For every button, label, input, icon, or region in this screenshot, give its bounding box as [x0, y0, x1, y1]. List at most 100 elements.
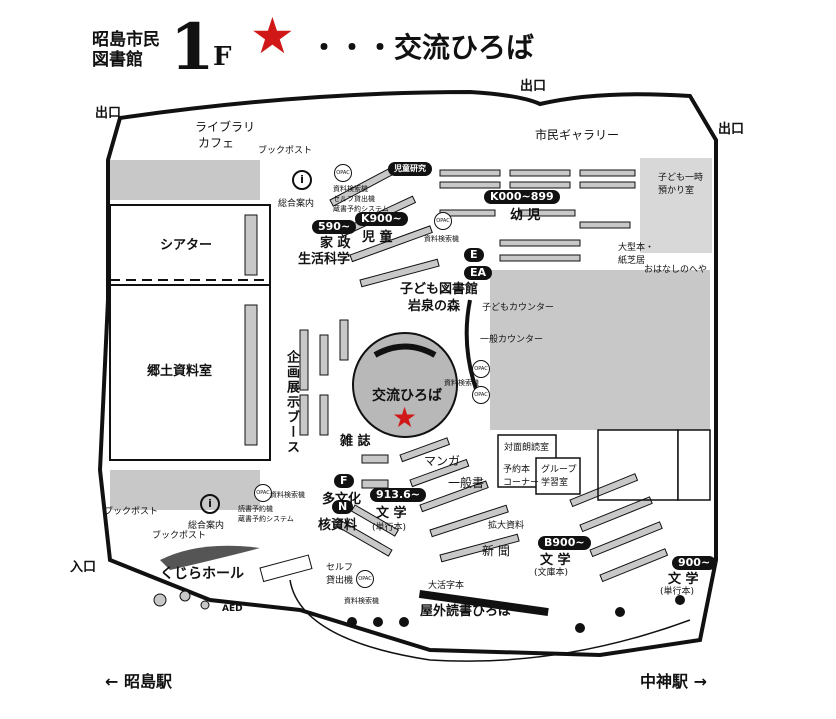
opac-chip-5: OPAC [254, 484, 272, 502]
exchange-plaza-circle [352, 332, 458, 438]
library-name: 昭島市民 図書館 [92, 30, 160, 70]
opac-top-label: 資料検索機 セルフ貸出機 蔵書予約システム [333, 185, 389, 213]
exchange-plaza-star-icon: ★ [392, 401, 418, 434]
archive-label: 郷土資料室 [147, 364, 213, 379]
station-left: ← 昭島駅 [105, 672, 172, 691]
home-living-2: 生活科学 [298, 252, 351, 267]
restroom-female [677, 429, 711, 501]
opac-bottom-label: 読書予約機 蔵書予約システム [238, 505, 294, 523]
archive-shelf [244, 304, 258, 446]
exhibition-shelves [299, 319, 349, 436]
exchange-plaza-label: 交流ひろば [372, 388, 442, 404]
entrance: 入口 [70, 560, 97, 575]
general-shelves [335, 437, 669, 583]
search-machine-1: 資料検索機 [424, 235, 459, 243]
floor-number: 1 [170, 10, 214, 85]
book-post-bottom: ブックポスト [152, 531, 207, 541]
opac-chip-1: OPAC [334, 164, 352, 182]
tag-ea: EA [464, 266, 493, 280]
story-room-label: おはなしのへや [644, 265, 708, 275]
large-text-label: 大活字本 [428, 581, 465, 591]
floor-suffix: F [213, 42, 232, 72]
archive-room [109, 284, 271, 461]
outdoor-plaza-label: 屋外読書ひろば [420, 604, 512, 619]
large-print-label: 拡大資料 [488, 521, 525, 531]
toddler-label: 幼 児 [510, 208, 541, 223]
group-room [535, 457, 581, 495]
plaza-steps [373, 343, 437, 358]
self-checkout-label: セルフ 貸出機 [326, 563, 354, 586]
cafe-label-2: カフェ [198, 136, 235, 150]
tag-590: 590~ [312, 220, 357, 234]
legend-text: ・・・交流ひろば [310, 31, 535, 64]
kids-library-label-2: 岩泉の森 [408, 299, 461, 314]
magazines-label: 雑 誌 [340, 434, 371, 449]
tag-e: E [464, 248, 484, 262]
legend-star-icon: ★ [250, 7, 295, 65]
tag-913: 913.6~ [370, 488, 427, 502]
outdoor-bench [418, 590, 549, 617]
decor-circles [153, 590, 210, 610]
gallery-label: 市民ギャラリー [535, 128, 620, 142]
shade-right-top [640, 158, 712, 253]
theater-label: シアター [160, 238, 213, 253]
outdoor-boundary [289, 579, 691, 662]
opac-chip-6: OPAC [356, 570, 374, 588]
exit-top-middle: 出口 [520, 79, 547, 94]
search-machine-2: 資料検索機 [444, 379, 479, 387]
kids-counter-label: 子どもカウンター [482, 303, 555, 313]
tag-k000: K000~899 [484, 190, 560, 204]
info-icon-top: i [292, 170, 312, 190]
info-top-label: 総合案内 [278, 199, 315, 209]
search-machine-4: 資料検索機 [344, 597, 379, 605]
literature-2: 文 学 [540, 553, 571, 568]
literature-1b: (単行本) [372, 523, 407, 533]
shade-right-block [490, 270, 710, 430]
kids-care-label: 子ども一時 預かり室 [658, 173, 704, 196]
whale-skeleton-icon [160, 545, 260, 570]
theater-stage [244, 214, 258, 276]
reserved-corner-label: 予約本 コーナー [503, 465, 540, 488]
general-books-label: 一般書 [448, 476, 485, 490]
manga-label: マンガ [424, 454, 461, 468]
reading-room-label: 対面朗読室 [504, 443, 550, 453]
home-living-1: 家 政 [320, 236, 351, 251]
kids-library-label-1: 子ども図書館 [400, 282, 479, 297]
kids-local-label: 核資料 [318, 518, 358, 533]
tag-n: N [332, 500, 354, 514]
tag-f: F [334, 474, 354, 488]
station-right: 中神駅 → [640, 672, 707, 691]
info-icon-bottom: i [200, 494, 220, 514]
search-machine-3: 資料検索機 [270, 491, 305, 499]
exit-top-right: 出口 [718, 122, 745, 137]
picture-books-label: 大型本・ 紙芝居 [618, 243, 655, 266]
whale-hall-label: くじらホール [160, 566, 244, 582]
book-post-top: ブックポスト [258, 146, 313, 156]
literature-3b: (単行本) [660, 587, 695, 597]
shade-top-left [110, 160, 260, 200]
literature-1: 文 学 [376, 506, 407, 521]
info-bottom-label: 総合案内 [188, 521, 225, 531]
literature-2b: (文庫本) [534, 568, 569, 578]
exhibition-label: 企画展示ブース [284, 350, 299, 455]
cafe-label-1: ライブラリ [195, 120, 256, 134]
group-study-label: グループ 学習室 [541, 465, 577, 488]
general-counter-label: 一般カウンター [480, 335, 544, 345]
kids-books-label: 児 童 [362, 230, 393, 245]
whale-display [259, 554, 313, 583]
literature-3: 文 学 [668, 572, 699, 587]
tag-b900: B900~ [538, 536, 591, 550]
shade-left-bottom [110, 470, 260, 510]
building-outline [97, 89, 718, 658]
opac-chip-2: OPAC [434, 212, 452, 230]
opac-chip-4: OPAC [472, 386, 490, 404]
opac-chip-3: OPAC [472, 360, 490, 378]
tag-900: 900~ [672, 556, 717, 570]
kids-research-tag: 児童研究 [388, 162, 432, 176]
exit-top-left: 出口 [95, 106, 122, 121]
book-post-left: ブックポスト [104, 507, 159, 517]
aed-label: AED [222, 604, 243, 614]
newspaper-label: 新 聞 [482, 544, 510, 558]
outdoor-tables [347, 595, 685, 633]
